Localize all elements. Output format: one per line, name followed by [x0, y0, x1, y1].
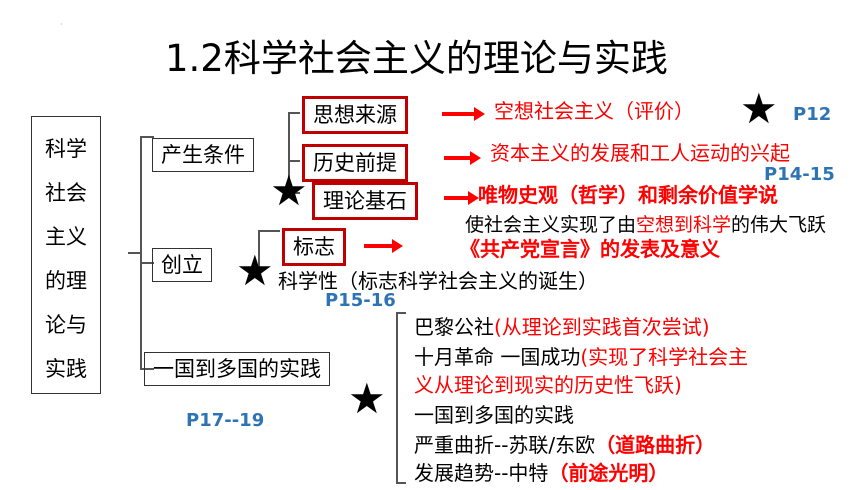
branch-practice: 一国到多国的实践: [144, 352, 330, 386]
page-ref: P12: [793, 104, 832, 125]
theory-foundation-text: 唯物史观（哲学）和剩余价值学说: [478, 183, 778, 207]
star-icon: ★: [236, 246, 274, 295]
label-historical-premise: 历史前提: [302, 144, 408, 182]
bracket-tick: [140, 368, 154, 370]
idea-source-text: 空想社会主义（评价）: [494, 99, 694, 123]
bracket-tick: [140, 262, 154, 264]
scientific-text: 科学性（标志科学社会主义的诞生）: [278, 269, 598, 293]
bracket-tick: [258, 230, 280, 232]
bracket-tick: [140, 136, 154, 138]
bracket-tick: [288, 192, 300, 194]
leap-text: 使社会主义实现了由空想到科学的伟大飞跃: [465, 213, 826, 237]
main-bracket: [140, 136, 142, 368]
paris-black: 巴黎公社: [414, 315, 494, 339]
page-ref: P17--19: [186, 410, 265, 431]
october-black: 十月革命 一国成功: [414, 345, 581, 369]
arrow-right-icon: [444, 191, 479, 205]
practice-trend: 发展趋势--中特（前途光明）: [414, 460, 668, 486]
page-ref: P14-15: [764, 164, 835, 185]
arrow-right-icon: [442, 107, 485, 121]
decorative-dot: ·: [60, 20, 63, 29]
topic-box: 科学 社会 主义 的理 论与 实践: [31, 116, 101, 394]
topic-line: 的理: [45, 269, 87, 293]
topic-line: 社会: [45, 181, 87, 205]
topic-line: 论与: [45, 313, 87, 337]
arrow-right-icon: [364, 239, 403, 253]
trend-red: （前途光明）: [548, 461, 669, 485]
star-icon: ★: [348, 374, 386, 423]
setback-red: （道路曲折）: [595, 433, 716, 457]
bracket-tick: [396, 312, 406, 314]
practice-paris: 巴黎公社(从理论到实践首次尝试): [414, 314, 710, 340]
paris-red: (从理论到实践首次尝试): [494, 315, 710, 339]
practice-october: 十月革命 一国成功(实现了科学社会主: [414, 344, 748, 370]
practice-setback: 严重曲折--苏联/东欧（道路曲折）: [414, 432, 715, 458]
arrow-right-icon: [444, 151, 481, 165]
page-title: 1.2科学社会主义的理论与实践: [165, 37, 668, 80]
practice-bracket: [396, 312, 398, 482]
manifesto-text: 《共产党宣言》的发表及意义: [460, 237, 720, 261]
bracket-tick: [288, 160, 300, 162]
trend-black: 发展趋势--中特: [414, 461, 549, 485]
bracket-tick: [128, 252, 140, 254]
historical-premise-text: 资本主义的发展和工人运动的兴起: [490, 141, 790, 165]
practice-october-cont: 义从理论到现实的历史性飞跃): [414, 373, 682, 397]
label-theory-foundation: 理论基石: [312, 182, 418, 220]
label-sign: 标志: [282, 228, 346, 266]
star-icon: ★: [740, 84, 778, 133]
branch-founding: 创立: [152, 248, 212, 282]
star-icon: ★: [270, 166, 308, 215]
label-idea-source: 思想来源: [302, 96, 408, 134]
topic-line: 实践: [45, 357, 87, 381]
page-ref: P15-16: [325, 290, 396, 311]
bracket-tick: [396, 482, 406, 484]
setback-black: 严重曲折--苏联/东欧: [414, 433, 596, 457]
branch-origin: 产生条件: [152, 138, 254, 172]
leap-suffix: 的伟大飞跃: [731, 214, 827, 236]
october-red-1: (实现了科学社会主: [580, 345, 749, 369]
topic-line: 主义: [45, 225, 87, 249]
practice-multi: 一国到多国的实践: [414, 403, 574, 427]
leap-red: 空想到科学: [636, 214, 732, 236]
founding-bracket: [258, 230, 260, 280]
topic-line: 科学: [45, 137, 87, 161]
bracket-tick: [288, 112, 300, 114]
origin-bracket: [288, 112, 290, 192]
leap-prefix: 使社会主义实现了由: [465, 214, 637, 236]
